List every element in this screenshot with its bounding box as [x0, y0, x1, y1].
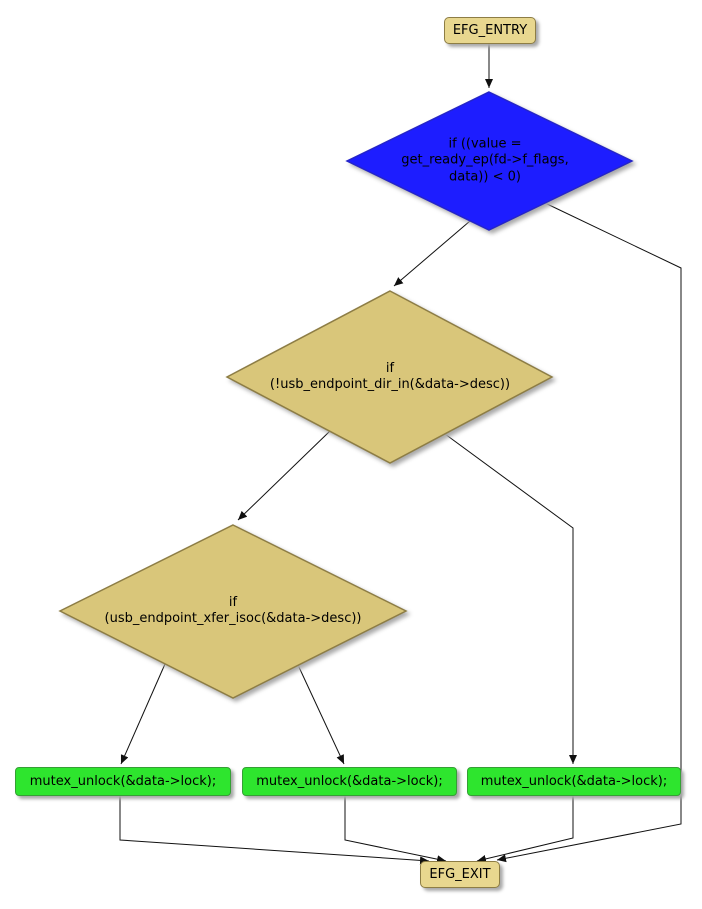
process-mutex-unlock-3-label: mutex_unlock(&data->lock); [480, 773, 668, 789]
process-mutex-unlock-2: mutex_unlock(&data->lock); [242, 767, 457, 796]
edge-process3-to-exit [476, 796, 574, 863]
edge-decision3-to-process2 [297, 664, 345, 765]
edge-process1-to-exit [119, 796, 430, 865]
node-efg-entry: EFG_ENTRY [444, 17, 536, 44]
process-mutex-unlock-1-label: mutex_unlock(&data->lock); [29, 773, 217, 789]
process-mutex-unlock-2-label: mutex_unlock(&data->lock); [256, 773, 443, 789]
decision-get-ready-ep-shape [345, 91, 634, 231]
edge-decision3-to-process1 [120, 663, 166, 765]
node-efg-exit-label: EFG_EXIT [429, 866, 491, 882]
process-mutex-unlock-1: mutex_unlock(&data->lock); [15, 767, 231, 796]
edge-decision2-to-decision3 [237, 430, 331, 521]
node-efg-entry-label: EFG_ENTRY [452, 22, 528, 38]
edge-process2-to-exit [344, 796, 447, 864]
decision-endpoint-dir-in-shape [225, 290, 554, 464]
node-efg-exit: EFG_EXIT [420, 861, 500, 888]
edge-decision2-to-process3 [444, 433, 577, 764]
edges-layer [119, 44, 682, 865]
decision-xfer-isoc-shape [58, 524, 408, 699]
process-mutex-unlock-3: mutex_unlock(&data->lock); [467, 767, 681, 796]
edge-decision1-to-decision2 [393, 220, 471, 287]
edge-decision1-to-exit [496, 202, 682, 863]
